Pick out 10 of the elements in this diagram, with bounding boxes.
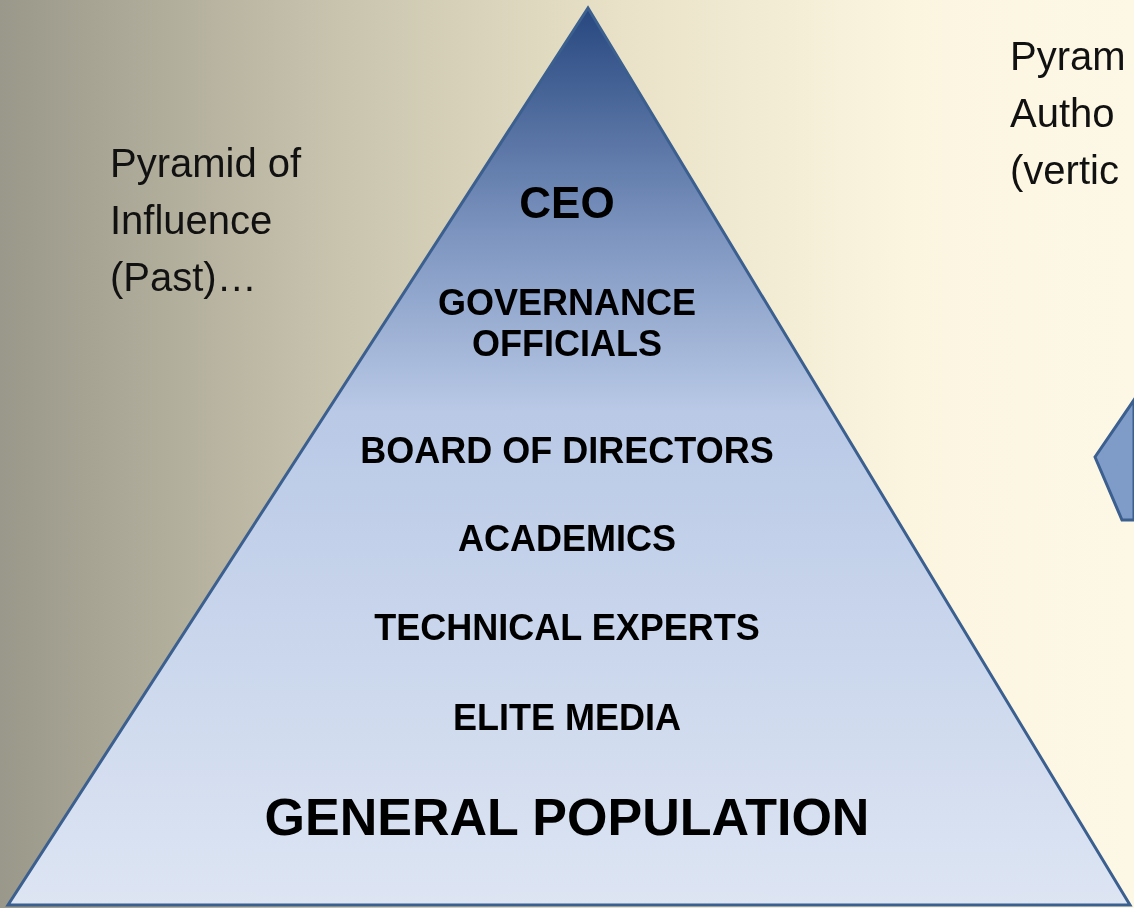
tier-label: TECHNICAL EXPERTS bbox=[374, 607, 760, 649]
partial-pyramid-shape bbox=[1092, 395, 1134, 525]
ceo-label: CEO bbox=[519, 178, 615, 229]
tier-label: GOVERNANCE OFFICIALS bbox=[437, 282, 697, 365]
pyramid-caption: Pyram Autho (vertic bbox=[1010, 33, 1127, 194]
tier-label: ELITE MEDIA bbox=[453, 697, 681, 739]
tier-label: BOARD OF DIRECTORS bbox=[360, 430, 774, 472]
pyramid-caption: Pyramid of Influence (Past)… bbox=[110, 140, 303, 301]
tier-label: ACADEMICS bbox=[458, 518, 676, 560]
base-label: GENERAL POPULATION bbox=[264, 788, 870, 848]
